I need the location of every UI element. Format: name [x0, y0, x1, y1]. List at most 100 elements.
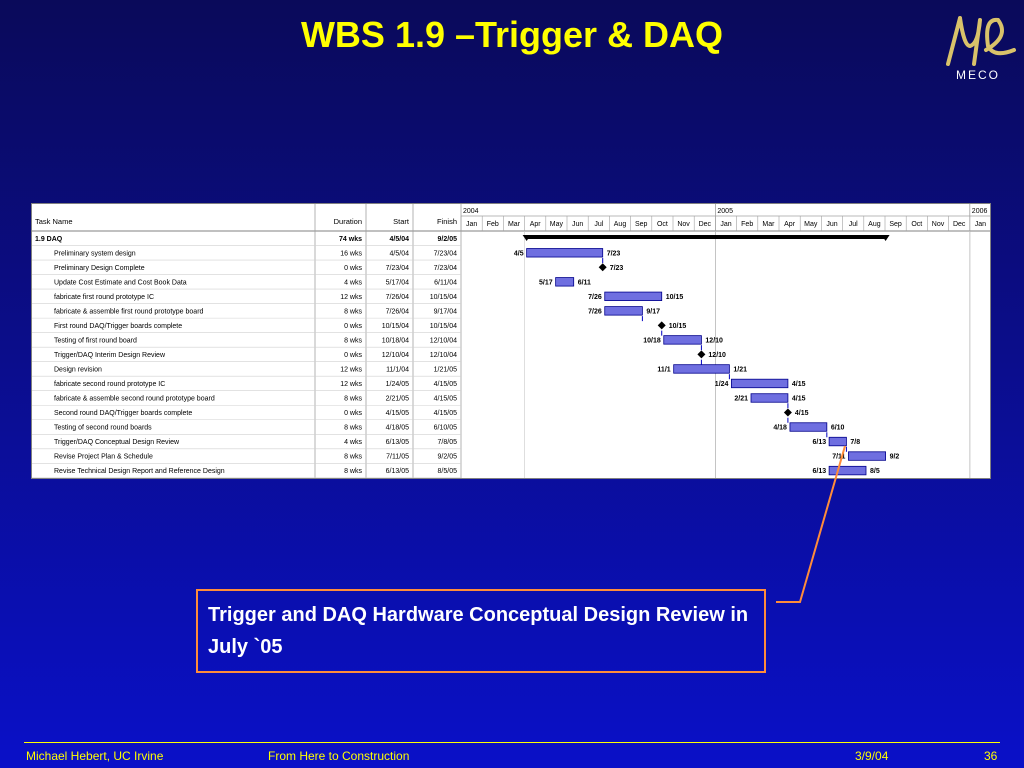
task-start: 7/26/04 [386, 308, 409, 315]
task-bar [828, 465, 867, 476]
task-start: 4/5/04 [390, 236, 410, 243]
task-name: Design revision [54, 366, 102, 373]
task-finish: 12/10/04 [430, 352, 457, 359]
start-date-label: 4/18 [773, 425, 787, 432]
task-duration: 8 wks [344, 468, 362, 475]
task-duration: 8 wks [344, 308, 362, 315]
month-label: May [804, 221, 818, 228]
task-name: fabricate & assemble second round protot… [54, 395, 215, 402]
task-bar [750, 393, 789, 403]
finish-date-label: 12/10 [708, 352, 726, 359]
task-start: 1/24/05 [386, 381, 409, 388]
month-label: Feb [487, 221, 499, 228]
task-duration: 12 wks [340, 381, 362, 388]
summary-cap-start [522, 235, 531, 241]
task-duration: 4 wks [344, 279, 362, 286]
task-start: 7/11/05 [386, 454, 409, 461]
task-name: fabricate & assemble first round prototy… [54, 308, 204, 315]
start-date-label: 7/11 [832, 454, 845, 461]
start-date-label: 7/26 [588, 308, 602, 315]
task-name: Testing of second round boards [54, 425, 152, 432]
slide-title: WBS 1.9 –Trigger & DAQ [300, 14, 724, 55]
finish-date-label: 7/8 [850, 439, 860, 446]
task-start: 7/26/04 [386, 294, 409, 301]
task-bar [663, 335, 702, 345]
finish-date-label: 9/17 [646, 308, 660, 315]
milestone-diamond [783, 408, 792, 417]
month-label: Dec [699, 221, 712, 228]
task-name: Revise Project Plan & Schedule [54, 454, 153, 461]
task-bar [526, 248, 604, 258]
month-label: Jan [466, 221, 477, 228]
task-finish: 9/2/05 [438, 454, 458, 461]
summary-cap-end [881, 235, 890, 241]
milestone-diamond [598, 263, 607, 272]
summary-bar [526, 235, 886, 239]
month-label: Dec [953, 221, 966, 228]
milestone-diamond [657, 321, 666, 330]
month-label: Nov [932, 221, 945, 228]
task-name: Second round DAQ/Trigger boards complete [54, 410, 192, 417]
task-duration: 0 wks [344, 352, 362, 359]
task-name: Preliminary Design Complete [54, 265, 145, 272]
month-label: Jun [572, 221, 583, 228]
start-date-label: 1/24 [715, 381, 729, 388]
footer-page-number: 36 [984, 749, 998, 763]
finish-date-label: 1/21 [733, 366, 747, 373]
footer-date: 3/9/04 [855, 749, 889, 763]
finish-date-label: 9/2 [890, 454, 900, 461]
month-label: Sep [635, 221, 648, 228]
month-label: Mar [762, 221, 775, 228]
task-duration: 8 wks [344, 454, 362, 461]
logo-text: MECO [956, 68, 1000, 82]
column-header: Finish [437, 217, 457, 226]
year-label: 2005 [717, 208, 733, 215]
start-date-label: 6/13 [812, 439, 826, 446]
month-label: Aug [868, 221, 881, 228]
milestone-diamond [697, 350, 706, 359]
task-finish: 1/21/05 [434, 366, 457, 373]
task-duration: 16 wks [340, 250, 362, 257]
finish-date-label: 7/23 [607, 250, 621, 257]
month-label: Aug [614, 221, 627, 228]
task-finish: 9/2/05 [438, 236, 458, 243]
task-duration: 8 wks [344, 425, 362, 432]
month-label: Apr [530, 221, 542, 228]
task-finish: 4/15/05 [434, 381, 457, 388]
month-label: Feb [741, 221, 753, 228]
task-name: First round DAQ/Trigger boards complete [54, 323, 182, 330]
month-label: Jan [720, 221, 731, 228]
task-duration: 12 wks [340, 294, 362, 301]
month-label: Jul [594, 221, 603, 228]
month-label: Oct [657, 221, 668, 228]
month-label: Nov [677, 221, 690, 228]
finish-date-label: 6/10 [831, 425, 845, 432]
task-duration: 0 wks [344, 323, 362, 330]
task-bar [604, 291, 663, 302]
task-bar [828, 436, 847, 447]
task-bar [789, 422, 828, 432]
task-start: 12/10/04 [382, 352, 409, 359]
task-duration: 12 wks [340, 366, 362, 373]
task-finish: 12/10/04 [430, 337, 457, 344]
task-start: 2/21/05 [386, 395, 409, 402]
month-label: Jan [975, 221, 986, 228]
task-start: 4/18/05 [386, 425, 409, 432]
start-date-label: 10/18 [643, 337, 661, 344]
task-start: 11/1/04 [386, 366, 409, 373]
start-date-label: 6/13 [812, 468, 826, 475]
month-label: May [550, 221, 564, 228]
task-finish: 10/15/04 [430, 323, 457, 330]
task-start: 6/13/05 [386, 439, 409, 446]
finish-date-label: 10/15 [666, 294, 684, 301]
footer-title: From Here to Construction [268, 749, 410, 763]
task-start: 10/18/04 [382, 337, 409, 344]
month-label: Jun [826, 221, 837, 228]
task-bar [848, 451, 886, 461]
footer-divider [24, 742, 1000, 743]
month-label: Sep [889, 221, 902, 228]
task-name: Trigger/DAQ Conceptual Design Review [54, 439, 180, 446]
task-name: fabricate first round prototype IC [54, 294, 154, 301]
task-bar [731, 378, 789, 389]
